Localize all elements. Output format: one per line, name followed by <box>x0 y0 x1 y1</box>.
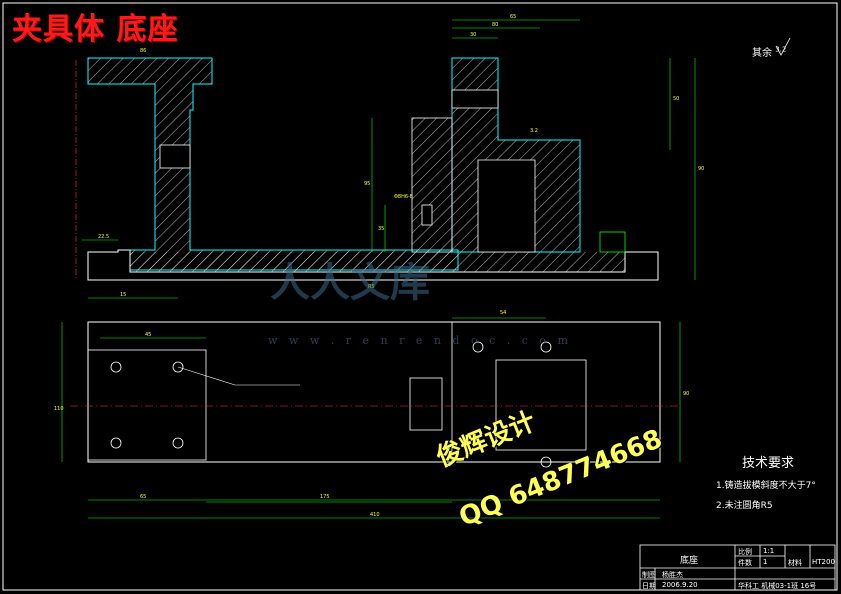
base-hatch <box>130 252 625 272</box>
plan-hole <box>172 437 184 449</box>
plan-dim-5: 54 <box>500 310 506 316</box>
plan-hole <box>540 341 552 353</box>
plan-dim-text: 45 175 65 410 54 110 90 <box>54 310 689 518</box>
tb-material-value: HT200 <box>812 558 835 566</box>
dim-top-3: 30 <box>470 32 476 38</box>
dim-left-1: 22.5 <box>98 234 109 240</box>
plan-hole <box>172 361 184 373</box>
plan-mid-boss <box>409 377 443 431</box>
plan-left-pad <box>87 349 207 461</box>
plan-hole <box>110 361 122 373</box>
dim-mid-3: Φ8H6-B <box>394 194 414 200</box>
other-finish-label: 其余 <box>752 48 772 59</box>
plan-hole <box>110 437 122 449</box>
other-finish-note: 其余 3.2 <box>752 44 786 59</box>
left-column-section <box>87 57 459 271</box>
plan-dim-2: 175 <box>320 494 330 500</box>
leader-line <box>177 366 300 386</box>
tech-requirement-1: 1.铸造拔模斜度不大于7° <box>716 481 816 491</box>
plan-right-block <box>451 321 661 463</box>
dim-left-top: 86 <box>140 48 146 54</box>
tb-scale-value: 1:1 <box>763 547 775 555</box>
dim-mid-1: 95 <box>364 181 370 187</box>
plan-hole <box>472 341 484 353</box>
tb-qty-value: 1 <box>763 558 768 566</box>
finish-symbol <box>775 37 791 56</box>
front-dimensions <box>82 19 696 299</box>
watermark-site-cn: 人人文库 <box>270 259 430 306</box>
right-cavity <box>477 159 536 253</box>
dim-mid-4: R5 <box>368 284 375 290</box>
front-dim-text: 65 80 30 50 90 22.5 15 95 35 Φ8H6-B R5 8… <box>98 14 704 298</box>
plan-view <box>70 321 680 468</box>
tb-qty-label: 件数 <box>738 559 752 567</box>
tb-material-label: 材料 <box>788 559 802 567</box>
tech-requirements-title: 技术要求 <box>742 456 795 471</box>
plan-right-inner <box>495 359 587 451</box>
dim-left-2: 15 <box>120 292 126 298</box>
mid-pin-hole <box>421 204 433 226</box>
mid-boss <box>411 117 453 253</box>
dim-right-1: 50 <box>673 96 679 102</box>
tb-drawn-value: 杨胜杰 <box>662 571 683 579</box>
front-view <box>75 57 659 281</box>
tb-scale-label: 比例 <box>738 548 752 556</box>
tech-requirement-2: 2.未注圆角R5 <box>716 501 773 511</box>
right-bore <box>451 89 499 109</box>
tb-date-label: 日期 <box>642 582 656 590</box>
plan-dim-6: 110 <box>54 406 64 412</box>
tb-date-value: 2006.9.20 <box>662 581 698 589</box>
plan-dimensions <box>61 317 681 519</box>
watermark-site-url: w w w . r e n r e n d o c . c o m <box>268 334 572 347</box>
tb-part-name: 底座 <box>680 556 699 566</box>
left-bore <box>159 144 191 169</box>
drawing-title: 夹具体 底座 <box>12 12 179 47</box>
dim-mid-2: 35 <box>378 226 384 232</box>
plan-dim-3: 65 <box>140 494 146 500</box>
plan-hole <box>540 456 552 468</box>
tb-school: 华科工 机械03-1班 16号 <box>738 582 817 590</box>
foot-pad-right <box>599 231 626 253</box>
title-block <box>639 544 836 591</box>
dim-finish: 3.2 <box>530 128 538 134</box>
dim-top-2: 80 <box>492 22 498 28</box>
dim-right-2: 90 <box>698 166 704 172</box>
plan-dim-7: 90 <box>683 391 689 397</box>
other-finish-value: 3.2 <box>775 45 787 54</box>
tb-drawn-label: 制图 <box>642 571 656 579</box>
plan-dim-4: 410 <box>370 512 380 518</box>
dim-top-1: 65 <box>510 14 516 20</box>
plan-dim-1: 45 <box>145 332 151 338</box>
